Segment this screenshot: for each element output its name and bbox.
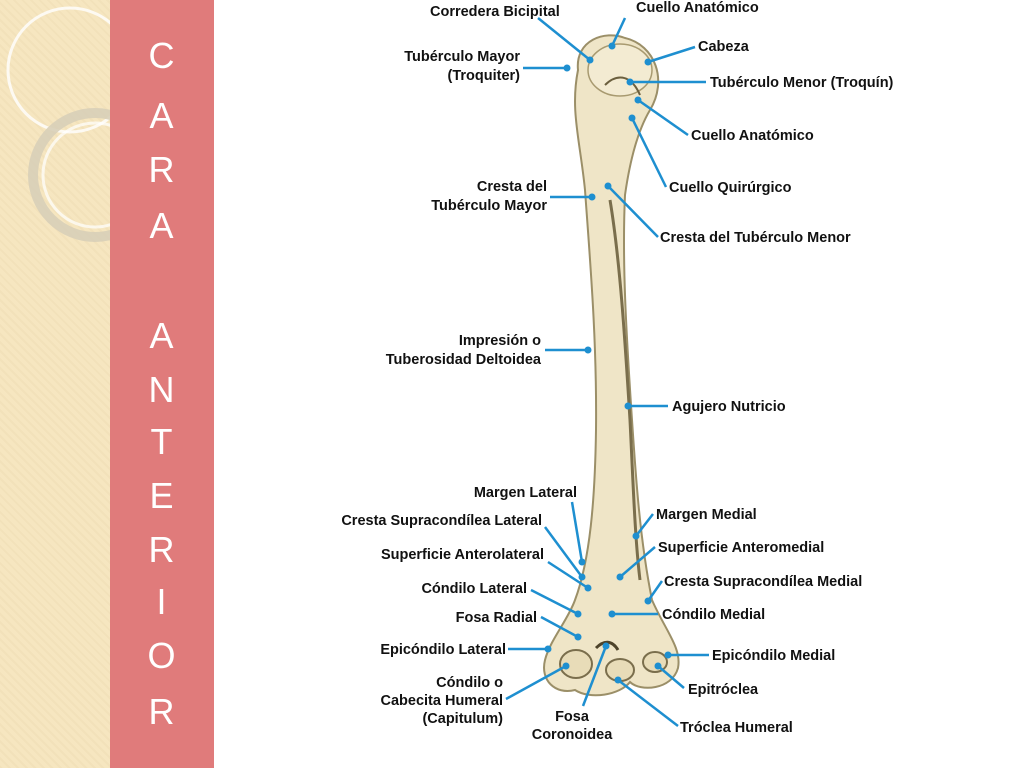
label-corredera-bicipital: Corredera Bicipital: [430, 4, 560, 20]
leader-dot: [628, 114, 636, 122]
leader-dot: [624, 402, 632, 410]
label-tuberculo-menor: Tubérculo Menor (Troquín): [710, 75, 894, 91]
leader-dot: [614, 676, 622, 684]
leader-fosa-coronoidea: [581, 645, 608, 707]
leader-cresta-tub-menor: [607, 185, 659, 238]
leader-lines: [505, 17, 709, 727]
label-epitroclea: Epitróclea: [688, 682, 759, 698]
label-condilo-cabecita-2: Cabecita Humeral: [381, 693, 504, 709]
leader-dot: [584, 346, 592, 354]
humerus-bone: [543, 34, 680, 697]
title-letter: T: [150, 421, 174, 462]
title-letter: I: [156, 581, 168, 622]
leader-dot: [578, 573, 586, 581]
label-cuello-anatomico-top: Cuello Anatómico: [636, 0, 759, 16]
leader-dot: [602, 642, 610, 650]
decorative-circles: [6, 6, 162, 242]
leader-dot: [544, 645, 552, 653]
leader-dot: [644, 597, 652, 605]
leader-dot: [626, 78, 634, 86]
label-margen-medial: Margen Medial: [656, 507, 757, 523]
label-cabeza: Cabeza: [698, 39, 750, 55]
leader-condilo-cabecita: [505, 664, 567, 701]
label-cuello-quirurgico: Cuello Quirúrgico: [669, 180, 792, 196]
humerus-diagram: Corredera Bicipital Cuello Anatómico Cab…: [341, 0, 893, 743]
leader-condilo-lateral: [530, 588, 579, 616]
label-condilo-medial: Cóndilo Medial: [662, 607, 765, 623]
leader-margen-medial: [635, 513, 654, 537]
label-impresion-1: Impresión o: [459, 333, 541, 349]
leader-corredera-bicipital: [537, 17, 591, 61]
title-letter: N: [148, 369, 176, 410]
title-band: [110, 0, 214, 768]
title-letter: O: [147, 635, 177, 676]
leader-cresta-supra-lateral: [543, 526, 584, 578]
label-troclea-humeral: Tróclea Humeral: [680, 720, 793, 736]
label-cresta-supra-medial: Cresta Supracondílea Medial: [664, 574, 862, 590]
leader-superficie-anteromedial: [619, 546, 656, 578]
title-letter: R: [148, 691, 176, 732]
leader-dot: [586, 56, 594, 64]
title-letter: A: [149, 205, 175, 246]
label-fosa-radial: Fosa Radial: [456, 610, 537, 626]
label-cresta-tub-menor: Cresta del Tubérculo Menor: [660, 230, 851, 246]
title-letter: R: [148, 529, 176, 570]
leader-cabeza: [647, 45, 696, 64]
label-cresta-supra-lateral: Cresta Supracondílea Lateral: [341, 513, 542, 529]
leader-dot: [608, 42, 616, 50]
leader-superficie-anterolateral: [547, 560, 589, 590]
leader-dot: [634, 96, 642, 104]
leader-dot: [562, 662, 570, 670]
leader-dot: [584, 584, 592, 592]
label-epicondilo-medial: Epicóndilo Medial: [712, 648, 835, 664]
leader-margen-lateral: [570, 501, 584, 563]
label-tuberculo-mayor-1: Tubérculo Mayor: [404, 49, 520, 65]
leader-cresta-supra-medial: [646, 580, 664, 602]
label-cresta-tub-mayor-2: Tubérculo Mayor: [431, 198, 547, 214]
title-letter: A: [149, 315, 175, 356]
label-superficie-anterolateral: Superficie Anterolateral: [381, 547, 544, 563]
leader-dot: [574, 633, 582, 641]
leader-dot: [574, 610, 582, 618]
title-letter: R: [148, 149, 176, 190]
leader-cuello-anatomico-top: [610, 17, 627, 47]
title-letter: E: [149, 475, 175, 516]
leader-dot: [616, 573, 624, 581]
label-cuello-anatomico: Cuello Anatómico: [691, 128, 814, 144]
leader-cuello-quirurgico: [630, 117, 668, 188]
label-epicondilo-lateral: Epicóndilo Lateral: [380, 642, 506, 658]
leader-dot: [632, 532, 640, 540]
label-fosa-coronoidea-2: Coronoidea: [532, 727, 613, 743]
leader-troclea-humeral: [617, 679, 679, 727]
label-margen-lateral: Margen Lateral: [474, 485, 577, 501]
leader-dot: [578, 558, 586, 566]
labels: Corredera Bicipital Cuello Anatómico Cab…: [341, 0, 893, 743]
decorative-side-panel: [0, 0, 162, 768]
label-cresta-tub-mayor-1: Cresta del: [477, 179, 547, 195]
label-condilo-cabecita-3: (Capitulum): [422, 711, 503, 727]
leader-dot: [644, 58, 652, 66]
leader-dot: [604, 182, 612, 190]
title-letter: C: [148, 35, 176, 76]
leader-dot: [563, 64, 571, 72]
leader-epitroclea: [657, 665, 685, 689]
leader-dot: [588, 193, 596, 201]
label-fosa-coronoidea-1: Fosa: [555, 709, 590, 725]
label-agujero-nutricio: Agujero Nutricio: [672, 399, 786, 415]
label-superficie-anteromedial: Superficie Anteromedial: [658, 540, 824, 556]
leader-fosa-radial: [540, 615, 579, 639]
label-condilo-cabecita-1: Cóndilo o: [436, 675, 503, 691]
label-impresion-2: Tuberosidad Deltoidea: [386, 352, 542, 368]
leader-dot: [664, 651, 672, 659]
leader-cuello-anatomico: [637, 98, 689, 137]
title-letter: A: [149, 95, 175, 136]
label-condilo-lateral: Cóndilo Lateral: [421, 581, 527, 597]
leader-dot: [608, 610, 616, 618]
label-tuberculo-mayor-2: (Troquiter): [448, 68, 521, 84]
leader-dot: [654, 662, 662, 670]
